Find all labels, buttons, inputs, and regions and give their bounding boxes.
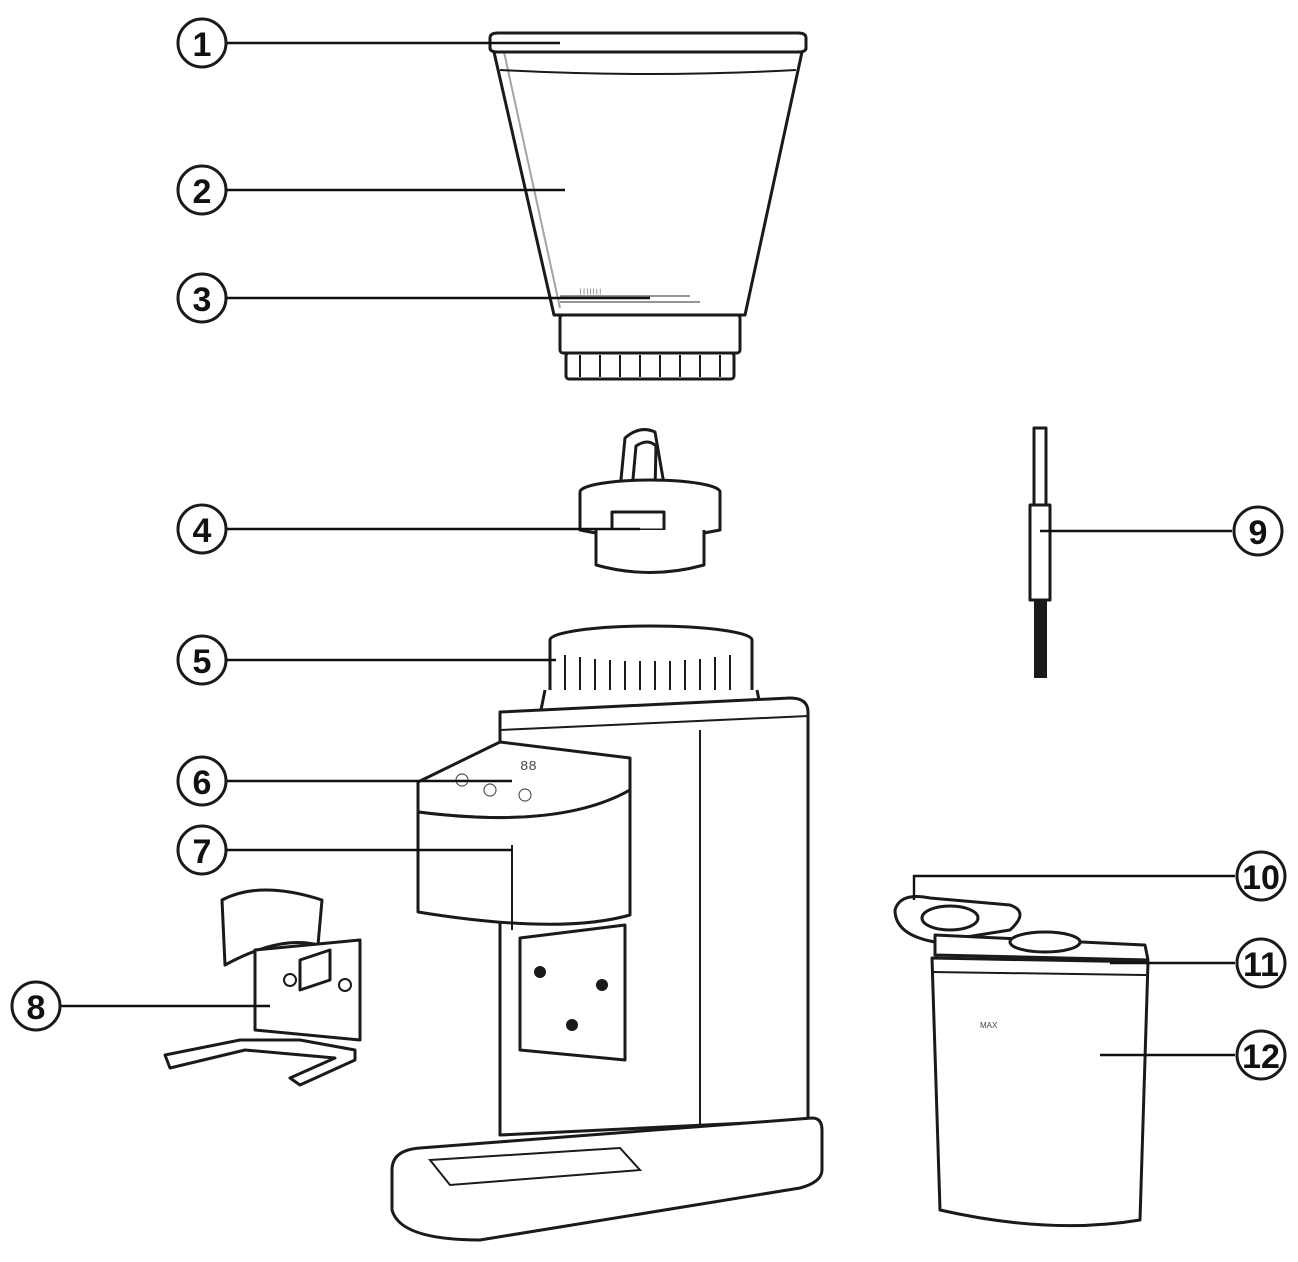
callout-8: 8	[10, 980, 62, 1032]
callout-10: 10	[1235, 850, 1287, 902]
callout-11-label: 11	[1243, 946, 1279, 984]
callout-6-label: 6	[193, 764, 212, 802]
svg-text:MAX: MAX	[980, 1021, 998, 1030]
callout-4-label: 4	[193, 512, 212, 550]
callout-12-label: 12	[1242, 1038, 1280, 1076]
portafilter-mount-plate	[518, 923, 627, 1062]
callout-2: 2	[176, 164, 228, 216]
svg-text:88: 88	[520, 759, 537, 775]
callout-6: 6	[176, 755, 228, 807]
callout-9-label: 9	[1249, 514, 1268, 552]
callout-7-label: 7	[193, 833, 212, 871]
callout-12: 12	[1235, 1029, 1287, 1081]
leader-10	[912, 874, 1235, 900]
callout-4: 4	[176, 503, 228, 555]
callout-7: 7	[176, 824, 228, 876]
callout-5-label: 5	[193, 643, 212, 681]
callout-1: 1	[176, 17, 228, 69]
callout-2-label: 2	[193, 173, 212, 211]
cleaning-brush	[1028, 426, 1052, 678]
callout-10-label: 10	[1242, 859, 1280, 897]
callout-8-label: 8	[27, 989, 46, 1027]
svg-text:| | | | | | |: | | | | | | |	[580, 289, 601, 295]
hopper-scale-markings: | | | | | | |	[560, 289, 700, 303]
grounds-container: MAX	[893, 895, 1150, 1228]
callout-11: 11	[1235, 937, 1287, 989]
callout-3: 3	[176, 272, 228, 324]
upper-burr	[578, 428, 722, 574]
grinder-head	[416, 788, 632, 930]
portafilter-holder	[163, 888, 362, 1087]
callout-5: 5	[176, 634, 228, 686]
hopper-ring-ridges	[579, 355, 721, 377]
hopper-base-ring	[558, 313, 742, 381]
bean-hopper	[492, 50, 804, 317]
callout-9: 9	[1232, 505, 1284, 557]
base-tray	[390, 1116, 824, 1242]
callout-3-label: 3	[193, 281, 212, 319]
callout-1-label: 1	[193, 26, 212, 64]
leader-lines	[60, 41, 1235, 1057]
